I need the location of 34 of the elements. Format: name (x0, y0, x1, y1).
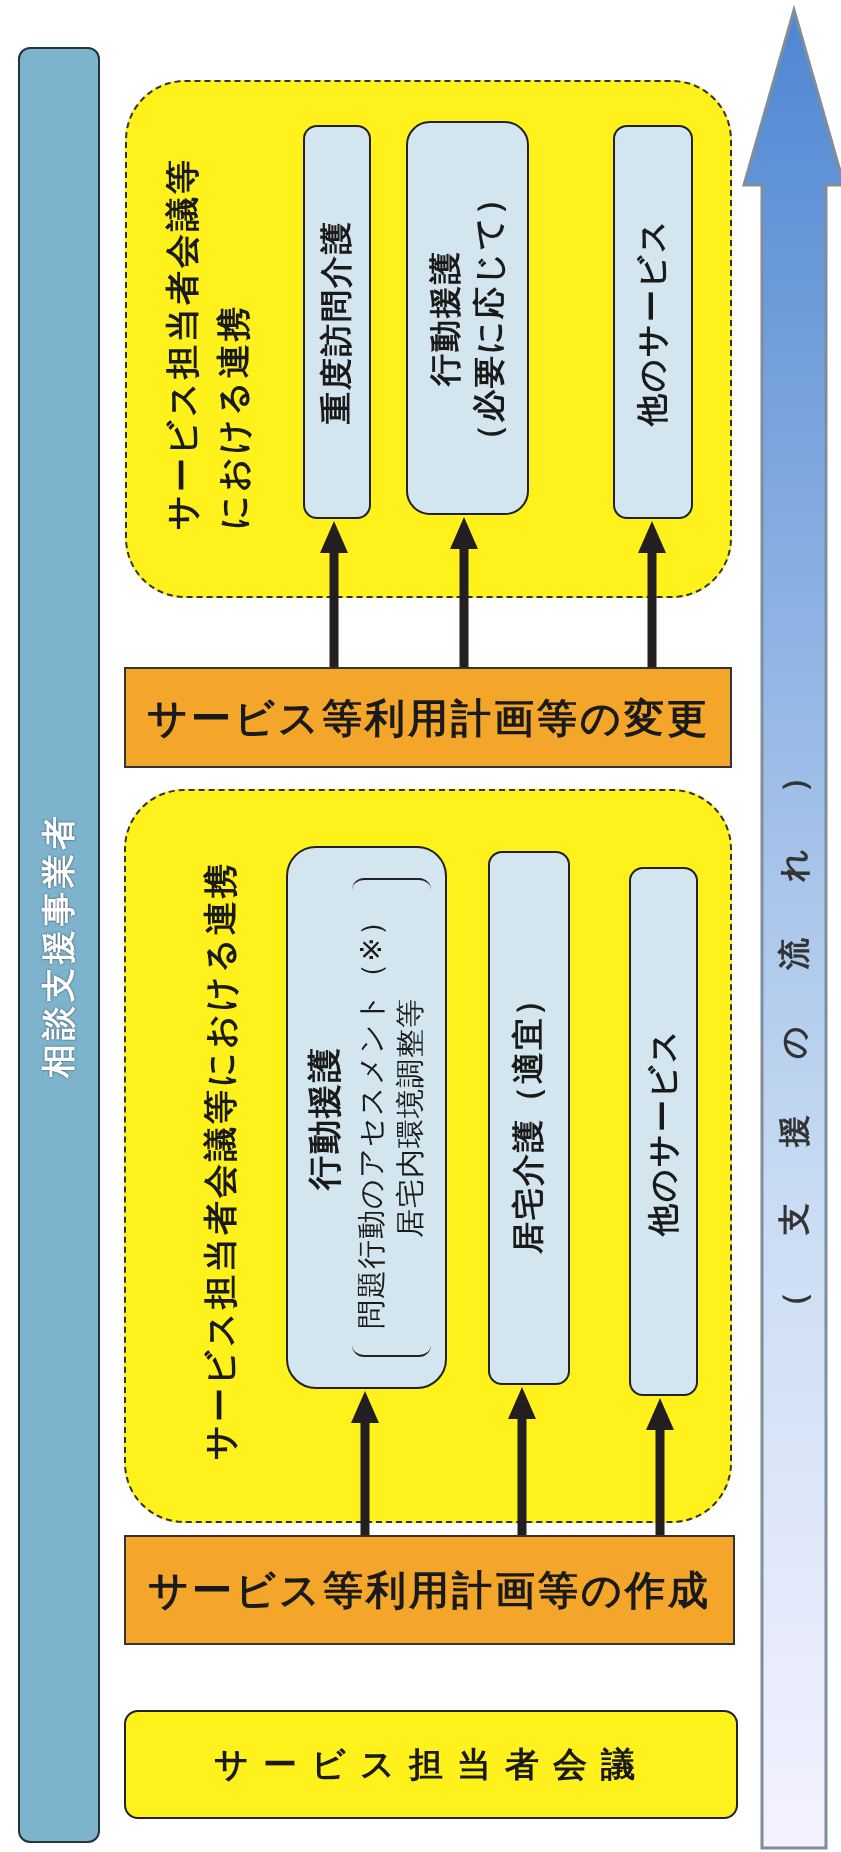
arrow (351, 1391, 379, 1535)
arrow (638, 521, 666, 667)
box-label: 居宅介護（適宜） (508, 982, 549, 1254)
band-label: 相談支援事業者 (37, 812, 80, 1078)
process-box (124, 667, 732, 768)
service-box (406, 121, 529, 515)
box-label: 行動援護 (303, 1045, 346, 1190)
box-label: （必要に応じて） (468, 180, 509, 456)
meeting-box (124, 1710, 738, 1819)
arrow (320, 521, 348, 667)
group-box (124, 789, 732, 1523)
box-label: 他のサービス (632, 218, 673, 426)
group-title: サービス担当者会議等における連携 (199, 860, 241, 1460)
service-box (286, 846, 447, 1389)
arrow (508, 1387, 536, 1535)
service-box (613, 125, 693, 519)
service-box (303, 125, 371, 519)
flow-label: （支援の流れ） (774, 704, 814, 1325)
arrow (646, 1398, 674, 1535)
box-note: 問題行動のアセスメント（※） (353, 906, 390, 1329)
process-box (124, 1535, 735, 1645)
box-label: 他のサービス (642, 1027, 683, 1236)
box-label: サービス等利用計画等の変更 (146, 693, 710, 743)
service-box (629, 867, 698, 1396)
arrow (450, 517, 478, 667)
group-title: サービス担当者会議等における連携 (161, 156, 254, 530)
box-label: サービス担当者会議 (213, 1742, 649, 1786)
box-label: サービス等利用計画等の作成 (148, 1566, 711, 1615)
box-label: 行動援護 (425, 250, 466, 386)
service-box (488, 851, 570, 1385)
box-label: 重度訪問介護 (316, 220, 357, 424)
side-band (18, 47, 100, 1843)
box-note: 居宅内環境調整等 (392, 997, 429, 1238)
group-box (125, 80, 732, 598)
